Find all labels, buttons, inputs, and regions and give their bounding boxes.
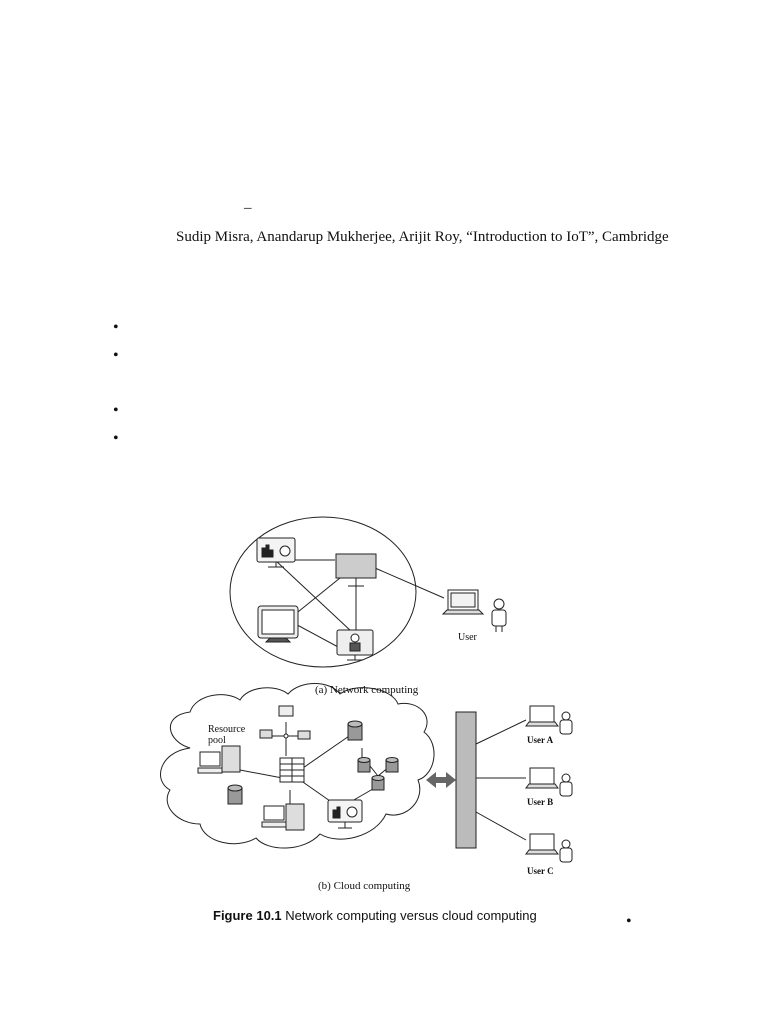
cloud-computing-diagram: [160, 683, 573, 863]
reference-citation: Sudip Misra, Anandarup Mukherjee, Arijit…: [176, 229, 669, 245]
user-c-label: User C: [527, 866, 554, 876]
resource-pool-label-2: pool: [208, 735, 226, 746]
gateway-bar: [455, 711, 477, 849]
resource-pool-label-1: Resource: [208, 724, 246, 735]
chart-monitor-icon: [327, 799, 363, 829]
monitor-icon: [335, 553, 377, 587]
bullet-5: •: [626, 913, 632, 930]
server-rack-icon: [279, 757, 305, 783]
panel-a-caption: (a) Network computing: [315, 684, 419, 696]
figure-caption: Figure 10.1 Network computing versus clo…: [213, 908, 537, 923]
figure-caption-text: Network computing versus cloud computing: [281, 908, 537, 923]
user-label: User: [458, 632, 477, 643]
database-icon: [227, 720, 399, 805]
bullet-3: •: [113, 402, 119, 419]
user-b-icon: [525, 767, 573, 797]
bullet-4: •: [113, 430, 119, 447]
bullet-1: •: [113, 319, 119, 336]
user-b-label: User B: [527, 797, 554, 807]
bidirectional-arrow-icon: [426, 772, 456, 788]
chart-monitor-icon: [256, 537, 296, 568]
bullet-2: •: [113, 347, 119, 364]
user-a-icon: [525, 705, 573, 735]
figure-number: Figure 10.1: [213, 908, 282, 923]
desktop-pc-icon: [197, 745, 305, 831]
laptop-icon: [441, 589, 485, 615]
user-c-icon: [525, 833, 573, 863]
network-boundary: [229, 516, 417, 668]
user-a-label: User A: [527, 735, 554, 745]
desktop-monitor-icon: [257, 605, 299, 643]
panel-b-caption: (b) Cloud computing: [318, 880, 411, 892]
user-person-icon: [491, 598, 507, 632]
dash-mark: –: [244, 200, 252, 216]
user-monitor-icon: [336, 629, 374, 661]
network-computing-diagram: [229, 516, 507, 668]
